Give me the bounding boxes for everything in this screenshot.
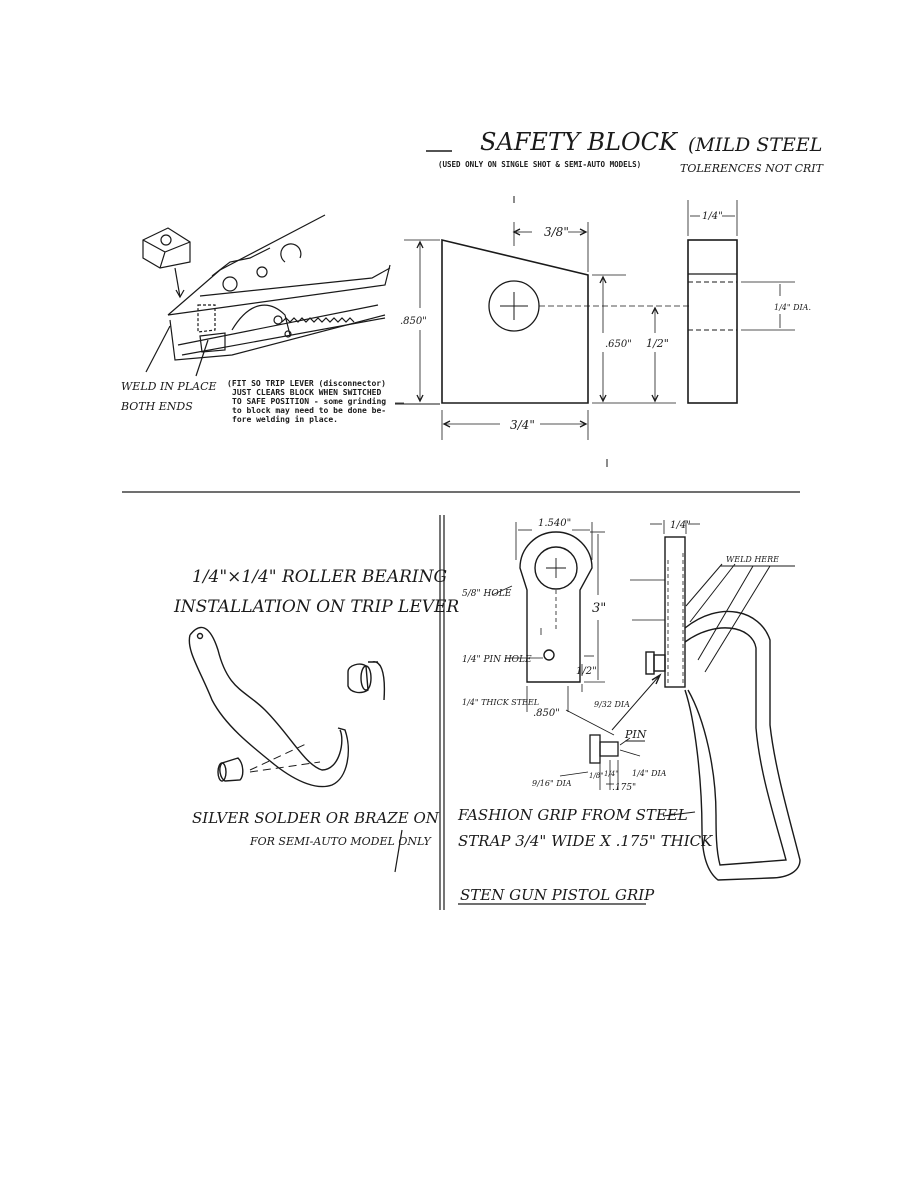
grip-dim-thick: 1/4" THICK STEEL xyxy=(462,698,539,707)
roller-note-stroke xyxy=(394,829,403,873)
pin-dim-b: 1/4" xyxy=(604,770,619,778)
pin-dim-dia: 1/4" DIA xyxy=(632,769,667,778)
pin-dim-len: .175" xyxy=(612,783,636,793)
weld-note-1: WELD IN PLACE xyxy=(121,380,217,393)
dim-thickness: 1/4" xyxy=(702,211,723,222)
pin-dim-a: 1/8" xyxy=(589,772,604,780)
pin-label: PIN xyxy=(624,728,647,741)
grip-title: STEN GUN PISTOL GRIP xyxy=(460,886,655,904)
dim-top-offset: 3/8" xyxy=(544,225,569,239)
grip-dim-hole: 5/8" HOLE xyxy=(462,589,512,599)
weld-note-2: BOTH ENDS xyxy=(120,400,193,413)
safety-block-front-view xyxy=(395,196,690,467)
fit-note-line-5: fore welding in place. xyxy=(232,414,338,424)
grip-dim-top-width: 1.540" xyxy=(538,518,571,529)
fashion-note-leader xyxy=(662,811,696,817)
used-only-note: (USED ONLY ON SINGLE SHOT & SEMI-AUTO MO… xyxy=(438,160,641,169)
fashion-note-1: FASHION GRIP FROM STEEL xyxy=(457,806,688,824)
material-note: (MILD STEEL xyxy=(688,134,822,156)
roller-note-1: SILVER SOLDER OR BRAZE ON xyxy=(192,809,440,827)
roller-note-2: FOR SEMI-AUTO MODEL ONLY xyxy=(249,835,433,848)
roller-title-2: INSTALLATION ON TRIP LEVER xyxy=(173,597,459,617)
pin-dim-head: 9/16" DIA xyxy=(532,779,572,788)
trip-lever-sketch xyxy=(188,626,386,788)
trigger-assembly-sketch xyxy=(142,214,391,377)
dim-height: .850" xyxy=(400,316,427,327)
grip-dim-plate-thick: 1/4" xyxy=(670,520,691,531)
tolerance-note: TOLERENCES NOT CRIT xyxy=(680,162,825,175)
grip-dim-bottom-width: .850" xyxy=(533,708,560,719)
dim-hole-dia: 1/4" DIA. xyxy=(774,303,811,312)
grip-dim-small-dia: 9/32 DIA xyxy=(594,700,630,709)
grip-dim-length: 3" xyxy=(592,601,606,616)
weld-here-label: WELD HERE xyxy=(726,555,779,564)
safety-block-side-view xyxy=(687,200,795,404)
grip-dim-half: 1/2" xyxy=(576,666,597,677)
fashion-note-2: STRAP 3/4" WIDE X .175" THICK xyxy=(458,832,713,850)
dim-width: 3/4" xyxy=(510,418,535,432)
grip-plate-drawing xyxy=(491,522,615,736)
roller-title-1: 1/4"×1/4" ROLLER BEARING xyxy=(192,567,447,587)
grip-dim-pin-hole: 1/4" PIN HOLE xyxy=(462,655,532,665)
safety-block-title: SAFETY BLOCK xyxy=(480,128,679,156)
fit-note-line-3: TO SAFE POSITION - some grinding xyxy=(232,396,386,406)
dim-hole-height: .650" xyxy=(605,339,632,350)
dim-half: 1/2" xyxy=(646,337,669,350)
pin-drawing xyxy=(559,734,641,790)
fit-note-line-2: JUST CLEARS BLOCK WHEN SWITCHED xyxy=(232,388,381,397)
grip-frame-drawing xyxy=(611,520,801,881)
fit-note-line-1: (FIT SO TRIP LEVER (disconnector) xyxy=(227,378,386,388)
fit-note-line-4: to block may need to be done be- xyxy=(232,406,386,415)
